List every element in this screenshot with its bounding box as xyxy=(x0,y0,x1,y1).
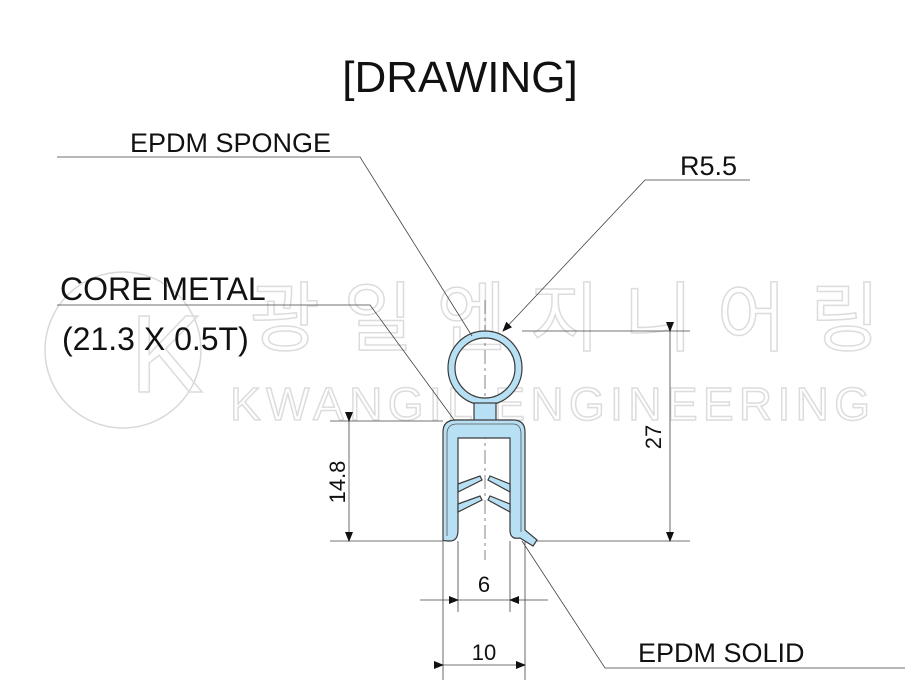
dim-label-14-8: 14.8 xyxy=(325,461,350,504)
watermark-logo-k: K xyxy=(130,293,203,416)
watermark-logo-circle xyxy=(44,271,202,429)
core-metal-line xyxy=(446,423,522,536)
dim-label-10: 10 xyxy=(472,640,496,665)
watermark-korean: 광일엔지니어링 xyxy=(250,274,880,363)
drawing-title: [DRAWING] xyxy=(342,53,577,102)
leader-epdm-sponge xyxy=(57,156,473,337)
label-radius: R5.5 xyxy=(680,151,737,181)
leader-core-metal xyxy=(57,304,456,422)
watermark: K 광일엔지니어링 KWANGIL ENGINEERING xyxy=(44,271,881,431)
dimension-lines xyxy=(330,322,690,680)
leader-epdm-solid xyxy=(521,540,905,669)
dim-label-27: 27 xyxy=(641,425,666,449)
label-core-metal: CORE METAL xyxy=(60,271,266,307)
leader-radius xyxy=(502,179,750,332)
leader-lines xyxy=(57,156,905,669)
label-core-metal-spec: (21.3 X 0.5T) xyxy=(62,321,249,357)
seal-profile xyxy=(442,330,538,547)
label-epdm-solid: EPDM SOLID xyxy=(638,638,805,668)
watermark-english: KWANGIL ENGINEERING xyxy=(230,378,870,430)
sponge-bulb xyxy=(447,330,523,406)
label-epdm-sponge: EPDM SPONGE xyxy=(130,128,331,158)
dim-label-6: 6 xyxy=(478,572,490,597)
solid-channel xyxy=(442,419,538,547)
grip-fins xyxy=(457,475,511,514)
bulb-neck xyxy=(473,402,497,422)
